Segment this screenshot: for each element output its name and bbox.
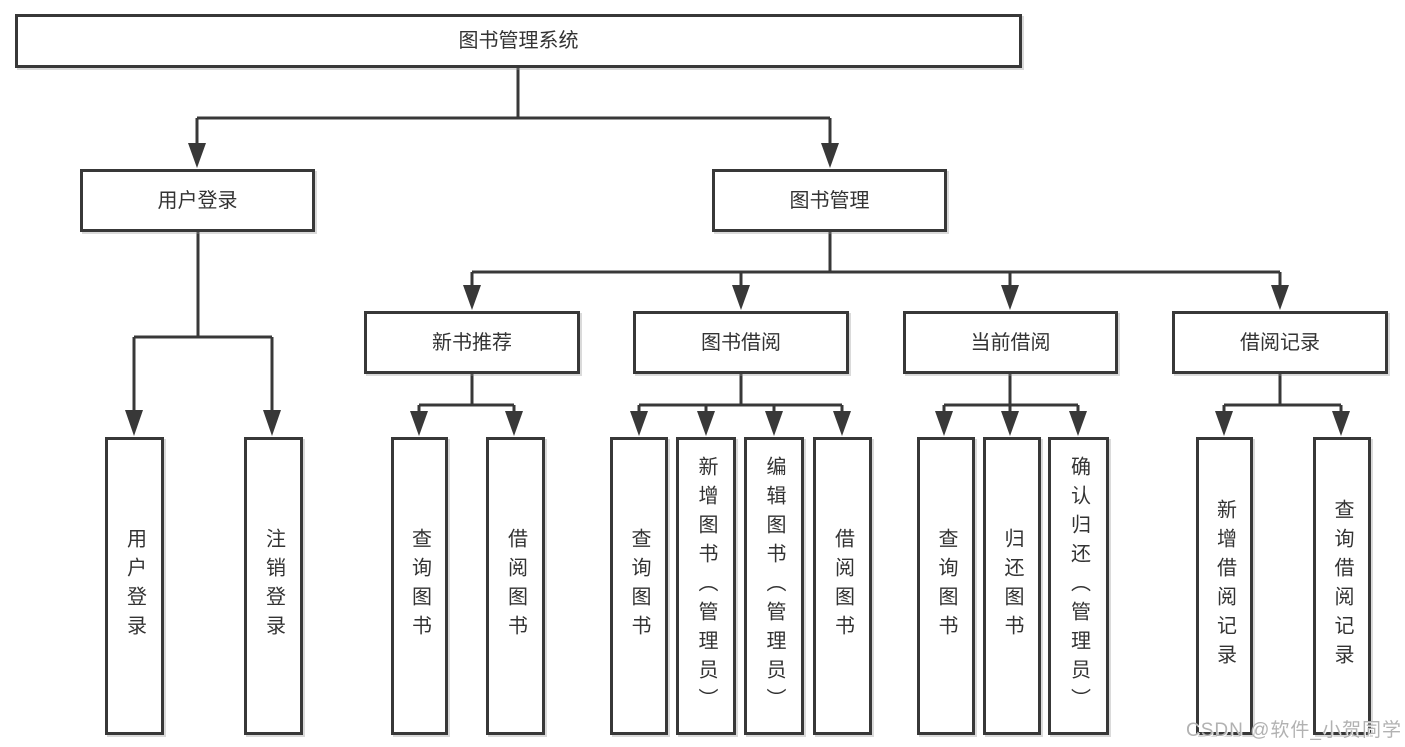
csdn-watermark: CSDN @软件_小贺同学 <box>1186 720 1402 741</box>
leaf-return-books-label: 归还图书 <box>1001 528 1023 644</box>
leaf-query-borrow-record: 查询借阅记录 <box>1313 437 1371 735</box>
leaf-add-books-admin: 新增图书（管理员） <box>676 437 736 735</box>
leaf-confirm-return-admin: 确认归还（管理员） <box>1048 437 1109 735</box>
leaf-borrow-books-recommend: 借阅图书 <box>486 437 545 735</box>
node-current-borrowing: 当前借阅 <box>903 311 1118 374</box>
leaf-borrow-books-recommend-label: 借阅图书 <box>504 528 527 644</box>
leaf-return-books: 归还图书 <box>983 437 1041 735</box>
node-borrow-records: 借阅记录 <box>1172 311 1388 374</box>
leaf-logout: 注销登录 <box>244 437 303 735</box>
leaf-edit-books-admin-label: 编辑图书（管理员） <box>763 455 785 717</box>
leaf-query-books-recommend: 查询图书 <box>391 437 448 735</box>
leaf-add-borrow-record: 新增借阅记录 <box>1196 437 1253 735</box>
leaf-borrow-books: 借阅图书 <box>813 437 872 735</box>
leaf-add-borrow-record-label: 新增借阅记录 <box>1213 499 1236 673</box>
leaf-borrow-books-label: 借阅图书 <box>831 528 854 644</box>
leaf-confirm-return-admin-label: 确认归还（管理员） <box>1067 455 1090 717</box>
leaf-query-books-borrowing-label: 查询图书 <box>628 528 650 644</box>
node-user-login-module: 用户登录 <box>80 169 315 232</box>
node-root-system: 图书管理系统 <box>15 14 1022 68</box>
node-book-management-module: 图书管理 <box>712 169 947 232</box>
leaf-edit-books-admin: 编辑图书（管理员） <box>744 437 804 735</box>
leaf-query-books-current-label: 查询图书 <box>935 528 957 644</box>
leaf-query-books-current: 查询图书 <box>917 437 975 735</box>
node-new-book-recommend: 新书推荐 <box>364 311 580 374</box>
leaf-user-login: 用户登录 <box>105 437 164 735</box>
leaf-user-login-label: 用户登录 <box>123 528 146 644</box>
leaf-query-borrow-record-label: 查询借阅记录 <box>1331 499 1353 673</box>
leaf-query-books-recommend-label: 查询图书 <box>408 528 431 644</box>
leaf-query-books-borrowing: 查询图书 <box>610 437 668 735</box>
leaf-logout-label: 注销登录 <box>262 528 285 644</box>
arrowheads <box>125 143 1350 436</box>
leaf-add-books-admin-label: 新增图书（管理员） <box>695 455 717 717</box>
node-book-borrowing: 图书借阅 <box>633 311 849 374</box>
